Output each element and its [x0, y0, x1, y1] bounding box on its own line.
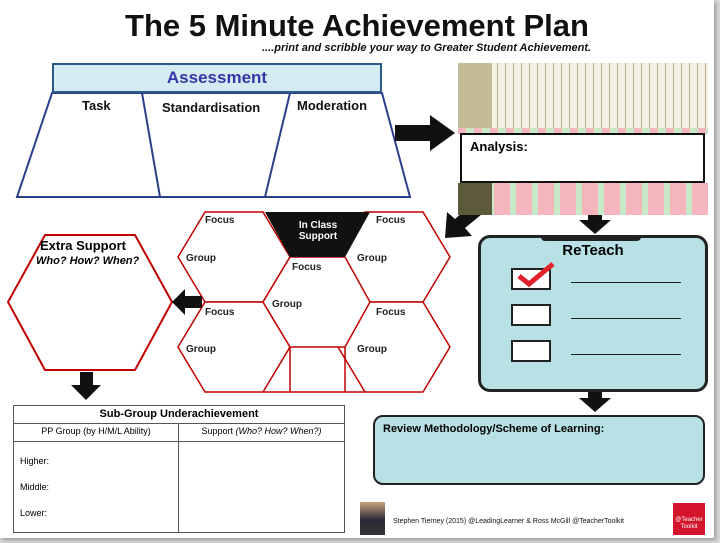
checkmark-icon: [517, 262, 555, 288]
review-box[interactable]: Review Methodology/Scheme of Learning:: [373, 415, 705, 485]
focus-label: Focus: [292, 262, 322, 273]
focus-label: Focus: [205, 307, 235, 318]
arrow-down-icon: [71, 372, 101, 400]
reteach-clipboard: ReTeach: [478, 235, 708, 392]
task-label: Task: [82, 98, 111, 113]
group-label: Group: [357, 344, 387, 355]
extra-support-subtitle: Who? How? When?: [36, 255, 140, 267]
in-class-support-label: In Class Support: [298, 220, 338, 242]
arrow-left-icon: [172, 289, 202, 315]
group-label: Group: [186, 253, 216, 264]
focus-label: Focus: [376, 307, 406, 318]
focus-label: Focus: [205, 215, 235, 226]
line: [571, 354, 681, 355]
arrow-down-icon: [579, 208, 611, 234]
ability-rows[interactable]: Higher:Middle:Lower:: [13, 441, 179, 533]
focus-label: Focus: [376, 215, 406, 226]
assessment-trapezoid: [15, 92, 412, 198]
page-title: The 5 Minute Achievement Plan: [125, 8, 589, 43]
extra-support-title: Extra Support: [40, 238, 126, 253]
review-label: Review Methodology/Scheme of Learning:: [383, 423, 605, 435]
group-label: Group: [272, 299, 302, 310]
table-title: Sub-Group Underachievement: [13, 405, 345, 424]
footer-credit: Stephen Tierney (2015) @LeadingLearner &…: [393, 518, 624, 525]
arrow-down-icon: [579, 392, 611, 412]
line: [571, 318, 681, 319]
line: [571, 282, 681, 283]
group-label: Group: [186, 344, 216, 355]
moderation-label: Moderation: [297, 98, 368, 113]
col-header: Support (Who? How? When?): [178, 423, 345, 442]
group-label: Group: [357, 253, 387, 264]
checkbox[interactable]: [511, 340, 551, 362]
page-subtitle: ....print and scribble your way to Great…: [262, 42, 592, 54]
author-photo: [360, 502, 385, 535]
analysis-box[interactable]: Analysis:: [460, 133, 705, 183]
support-cell[interactable]: [178, 441, 345, 533]
hex-extra-support: [6, 234, 174, 371]
analysis-label: Analysis:: [470, 139, 528, 154]
subgroup-table: Sub-Group Underachievement PP Group (by …: [13, 405, 345, 533]
standardisation-label: Standardisation: [162, 100, 261, 115]
arrow-right-icon: [395, 115, 455, 151]
divider: [264, 92, 291, 198]
assessment-header: Assessment: [52, 63, 382, 93]
col-header: PP Group (by H/M/L Ability): [13, 423, 179, 442]
divider: [141, 92, 161, 198]
reteach-title: ReTeach: [562, 242, 624, 259]
checkbox[interactable]: [511, 304, 551, 326]
hex-in-class-support: [265, 212, 370, 257]
teacher-toolkit-logo: @Teacher Toolkit: [673, 503, 705, 535]
